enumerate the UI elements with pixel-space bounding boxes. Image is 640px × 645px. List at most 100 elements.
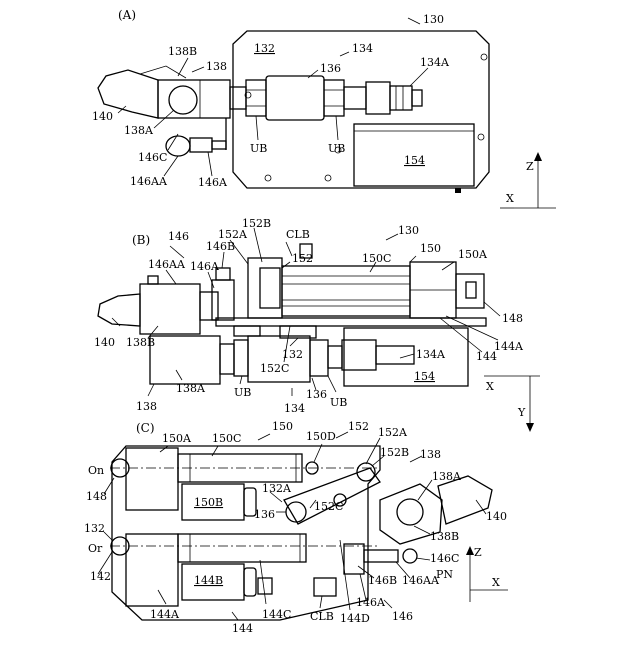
nut-ub-right — [310, 340, 328, 376]
plate-bolt — [265, 175, 271, 181]
label-136: 136 — [254, 508, 275, 521]
leader — [154, 110, 174, 128]
label-138b: 138B — [126, 336, 155, 349]
plug-134a-tip — [412, 90, 422, 106]
arm-152c — [284, 468, 380, 524]
label-152c: 152C — [314, 500, 343, 513]
bolt-head — [258, 578, 272, 594]
nozzle-140 — [98, 294, 140, 326]
leader — [410, 68, 428, 86]
leader — [400, 354, 414, 358]
valve-138a — [150, 336, 220, 384]
label-138b: 138B — [168, 45, 197, 58]
label-132: 132 — [254, 42, 275, 55]
label-138: 138 — [420, 448, 441, 461]
label-132: 132 — [84, 522, 105, 535]
label-144: 144 — [476, 350, 497, 363]
label-130: 130 — [398, 224, 419, 237]
label-152c: 152C — [260, 362, 289, 375]
pivot-136 — [286, 502, 306, 522]
leader — [240, 376, 242, 384]
label-154: 154 — [414, 370, 435, 383]
leader — [166, 270, 176, 284]
label-148: 148 — [502, 312, 523, 325]
fitting-146b — [344, 544, 364, 574]
label-146aa: 146AA — [130, 175, 168, 188]
fitting-146a — [364, 550, 398, 562]
leader — [340, 52, 349, 56]
leader — [314, 444, 322, 462]
leader — [410, 256, 416, 262]
label-140: 140 — [486, 510, 507, 523]
leader — [336, 432, 348, 438]
hex-fitting — [366, 82, 390, 114]
plate-bolt — [478, 134, 484, 140]
leader — [232, 612, 238, 620]
leader — [386, 234, 398, 240]
label-146aa: 146AA — [402, 574, 440, 587]
label-146: 146 — [168, 230, 189, 243]
valve-knob — [148, 276, 158, 284]
label-152a: 152A — [378, 426, 408, 439]
leader — [104, 532, 112, 540]
leader — [308, 70, 318, 78]
label-ub-right: UB — [328, 142, 345, 155]
label-138a: 138A — [176, 382, 206, 395]
label-136: 136 — [306, 388, 327, 401]
leader — [414, 526, 430, 534]
leader — [328, 376, 336, 392]
plate-bolt — [325, 175, 331, 181]
label-152b: 152B — [380, 446, 409, 459]
bracket-inner — [260, 268, 280, 308]
axis-z-label: Z — [526, 160, 534, 173]
label-132: 132 — [282, 348, 303, 361]
label-146a: 146A — [356, 596, 386, 609]
label-140: 140 — [94, 336, 115, 349]
label-138a: 138A — [432, 470, 462, 483]
plate-foot — [455, 188, 461, 193]
axis-y-label: Y — [517, 406, 526, 419]
label-148: 148 — [86, 490, 107, 503]
label-140: 140 — [92, 110, 113, 123]
z-arrow — [466, 546, 474, 555]
block-150a — [126, 448, 178, 510]
fitting-146aa — [200, 292, 218, 320]
leader — [254, 228, 262, 262]
leader — [366, 438, 380, 464]
axis-x-label: X — [486, 380, 494, 393]
leader — [222, 252, 224, 268]
label-ub-left: UB — [250, 142, 267, 155]
label-146: 146 — [392, 610, 413, 623]
label-142: 142 — [90, 570, 111, 583]
motor-cap — [244, 568, 256, 596]
axis-x-label: X — [506, 192, 514, 205]
plug-134a-body — [390, 86, 412, 110]
fitting-146a — [212, 280, 234, 320]
coupler — [328, 346, 342, 368]
fitting-146a-tip — [212, 141, 226, 149]
view-c: (C) — [84, 420, 508, 635]
leader — [176, 370, 182, 380]
leader — [256, 116, 258, 140]
leader — [208, 152, 212, 176]
plate-bolt — [481, 54, 487, 60]
label-144d: 144D — [340, 612, 370, 625]
bracket-152a — [248, 258, 282, 318]
z-arrow — [534, 152, 542, 161]
leader — [170, 246, 184, 258]
label-136: 136 — [320, 62, 341, 75]
label-150c: 150C — [212, 432, 241, 445]
fitting-146c — [166, 136, 190, 156]
label-134: 134 — [284, 402, 305, 415]
leader — [148, 384, 154, 396]
cylinder-144c — [178, 534, 306, 562]
leader — [384, 600, 392, 608]
leader — [178, 58, 188, 76]
leader — [416, 558, 430, 560]
leader — [160, 446, 168, 452]
valve-port-138a — [169, 86, 197, 114]
label-138: 138 — [206, 60, 227, 73]
cylinder-150c — [282, 266, 410, 316]
